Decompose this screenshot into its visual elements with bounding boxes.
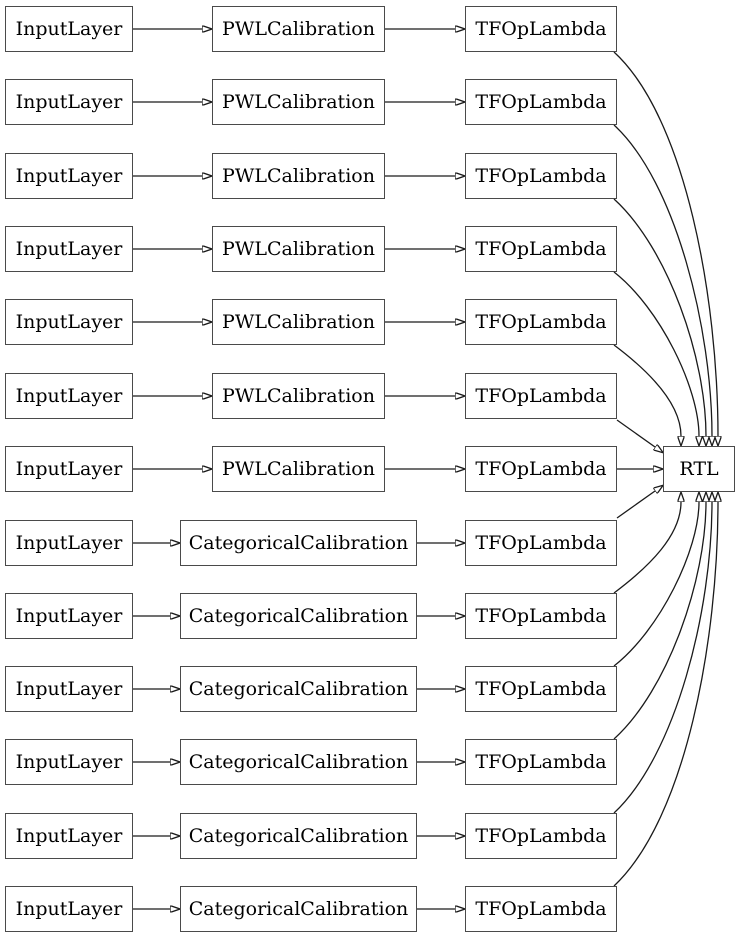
node-tf-op-lambda: TFOpLambda <box>465 373 617 419</box>
edge-lambda-to-rtl <box>613 344 681 436</box>
edge-lambda-to-rtl <box>616 491 655 519</box>
edge-lambda-to-rtl <box>613 124 712 436</box>
edge-lambda-to-rtl <box>616 419 655 447</box>
diagram-row: InputLayer CategoricalCalibration TFOpLa… <box>0 520 741 566</box>
node-tf-op-lambda: TFOpLambda <box>465 739 617 785</box>
node-rtl-output: RTL <box>663 446 735 492</box>
node-tf-op-lambda: TFOpLambda <box>465 520 617 566</box>
node-pwl-calibration: PWLCalibration <box>212 373 385 419</box>
node-tf-op-lambda: TFOpLambda <box>465 6 617 52</box>
node-input-layer: InputLayer <box>5 813 133 859</box>
edge-lambda-to-rtl <box>613 502 706 740</box>
diagram-row: InputLayer CategoricalCalibration TFOpLa… <box>0 886 741 932</box>
node-tf-op-lambda: TFOpLambda <box>465 813 617 859</box>
node-categorical-calibration: CategoricalCalibration <box>180 739 417 785</box>
node-categorical-calibration: CategoricalCalibration <box>180 813 417 859</box>
node-tf-op-lambda: TFOpLambda <box>465 299 617 345</box>
node-input-layer: InputLayer <box>5 666 133 712</box>
node-input-layer: InputLayer <box>5 6 133 52</box>
diagram-row: InputLayer PWLCalibration TFOpLambda <box>0 226 741 272</box>
diagram-row: InputLayer PWLCalibration TFOpLambda <box>0 153 741 199</box>
diagram-row: InputLayer PWLCalibration TFOpLambda <box>0 299 741 345</box>
node-tf-op-lambda: TFOpLambda <box>465 226 617 272</box>
node-input-layer: InputLayer <box>5 153 133 199</box>
node-tf-op-lambda: TFOpLambda <box>465 886 617 932</box>
edge-lambda-to-rtl <box>613 271 699 436</box>
diagram-row: InputLayer CategoricalCalibration TFOpLa… <box>0 813 741 859</box>
node-categorical-calibration: CategoricalCalibration <box>180 520 417 566</box>
node-input-layer: InputLayer <box>5 593 133 639</box>
diagram-row: InputLayer CategoricalCalibration TFOpLa… <box>0 666 741 712</box>
node-input-layer: InputLayer <box>5 446 133 492</box>
edge-lambda-to-rtl <box>613 502 699 667</box>
diagram-row: InputLayer CategoricalCalibration TFOpLa… <box>0 739 741 785</box>
node-input-layer: InputLayer <box>5 299 133 345</box>
node-tf-op-lambda: TFOpLambda <box>465 446 617 492</box>
node-pwl-calibration: PWLCalibration <box>212 446 385 492</box>
edge-lambda-to-rtl <box>613 502 718 887</box>
node-tf-op-lambda: TFOpLambda <box>465 593 617 639</box>
diagram-row: InputLayer CategoricalCalibration TFOpLa… <box>0 593 741 639</box>
node-categorical-calibration: CategoricalCalibration <box>180 593 417 639</box>
node-tf-op-lambda: TFOpLambda <box>465 153 617 199</box>
node-categorical-calibration: CategoricalCalibration <box>180 886 417 932</box>
edge-lambda-to-rtl <box>613 502 712 814</box>
node-input-layer: InputLayer <box>5 79 133 125</box>
node-input-layer: InputLayer <box>5 520 133 566</box>
node-pwl-calibration: PWLCalibration <box>212 6 385 52</box>
node-categorical-calibration: CategoricalCalibration <box>180 666 417 712</box>
node-pwl-calibration: PWLCalibration <box>212 226 385 272</box>
diagram-row: InputLayer PWLCalibration TFOpLambda <box>0 6 741 52</box>
diagram-row: InputLayer PWLCalibration TFOpLambda <box>0 446 741 492</box>
diagram-row: InputLayer PWLCalibration TFOpLambda <box>0 79 741 125</box>
node-input-layer: InputLayer <box>5 226 133 272</box>
node-pwl-calibration: PWLCalibration <box>212 79 385 125</box>
node-tf-op-lambda: TFOpLambda <box>465 666 617 712</box>
node-pwl-calibration: PWLCalibration <box>212 299 385 345</box>
node-tf-op-lambda: TFOpLambda <box>465 79 617 125</box>
node-input-layer: InputLayer <box>5 373 133 419</box>
node-input-layer: InputLayer <box>5 739 133 785</box>
edge-lambda-to-rtl <box>613 51 718 436</box>
node-input-layer: InputLayer <box>5 886 133 932</box>
edge-lambda-to-rtl <box>613 502 681 594</box>
node-pwl-calibration: PWLCalibration <box>212 153 385 199</box>
diagram-row: InputLayer PWLCalibration TFOpLambda <box>0 373 741 419</box>
edge-lambda-to-rtl <box>613 198 706 436</box>
